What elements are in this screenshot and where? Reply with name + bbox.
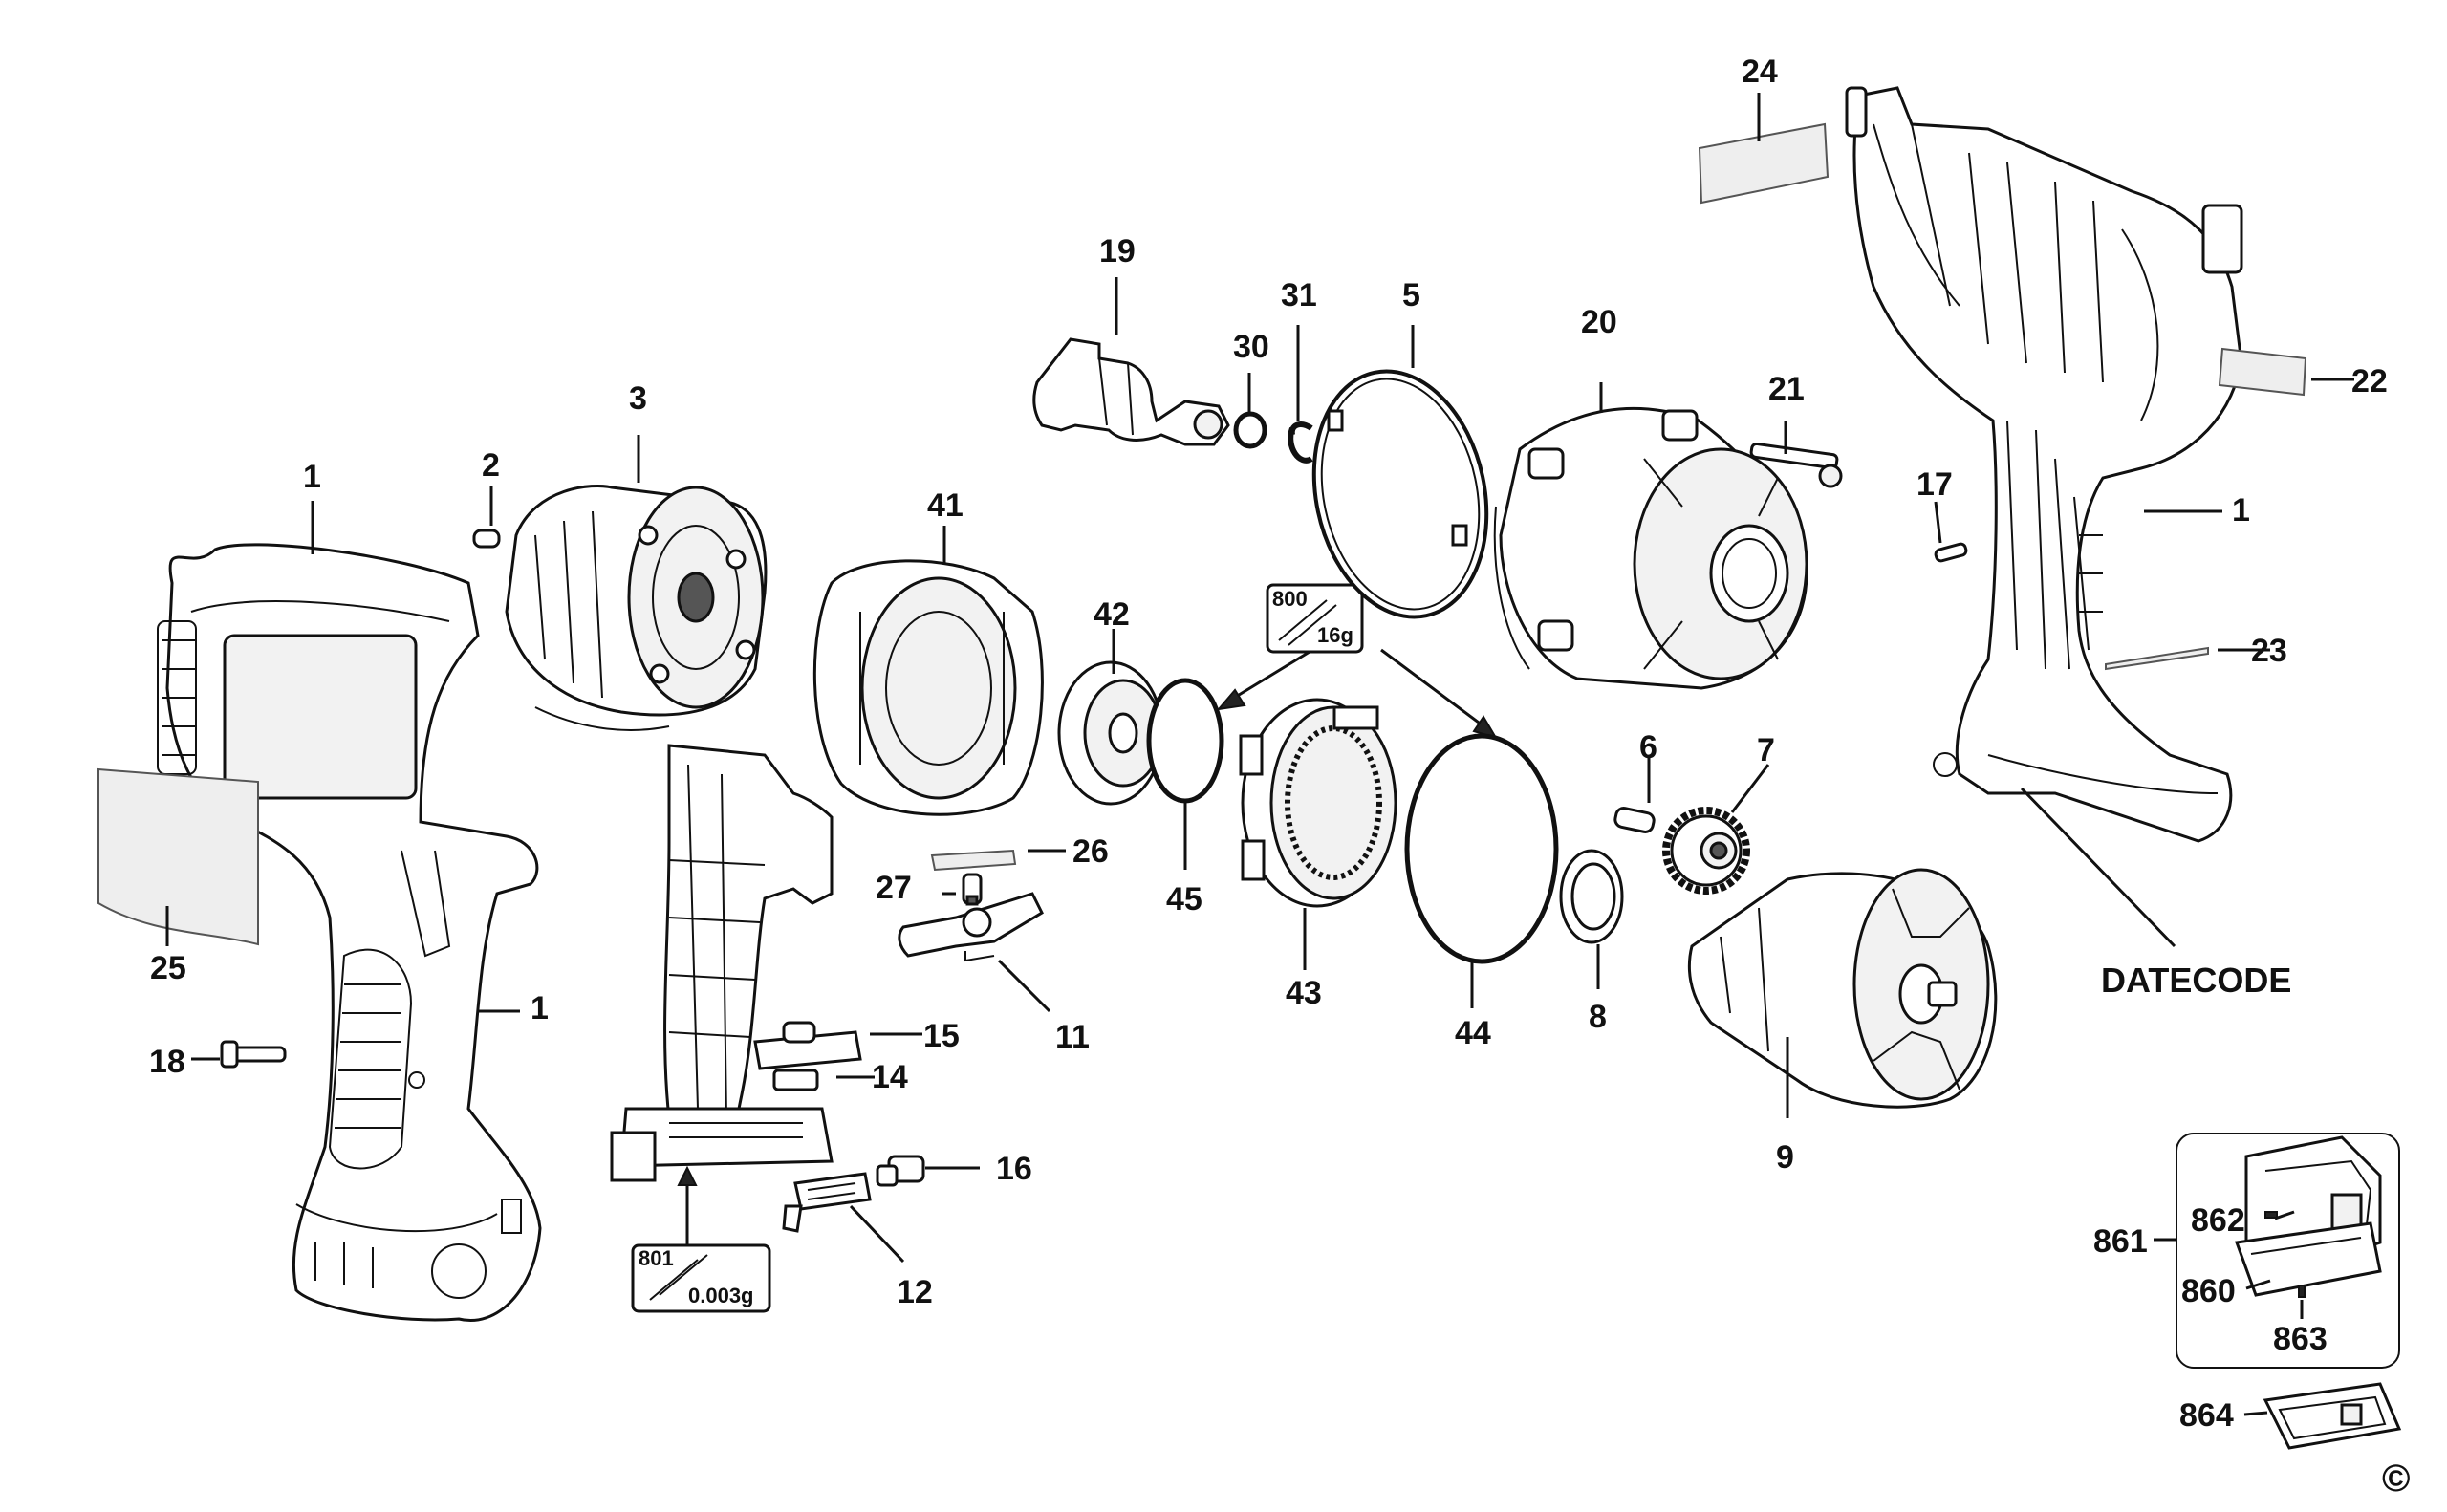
grease-800-amount: 16g bbox=[1317, 623, 1353, 647]
grease-box-800: 800 16g bbox=[1266, 583, 1364, 654]
label-p6: 6 bbox=[1639, 729, 1657, 766]
label-p3: 3 bbox=[629, 380, 647, 417]
label-p23: 23 bbox=[2251, 633, 2287, 669]
label-p8: 8 bbox=[1589, 999, 1607, 1035]
label-p864: 864 bbox=[2179, 1397, 2234, 1434]
gear-case-41 bbox=[812, 559, 1044, 816]
gear-7 bbox=[1662, 807, 1750, 895]
part-15 bbox=[753, 1021, 862, 1070]
copyright-mark: © bbox=[2382, 1458, 2410, 1500]
ring-gear-43 bbox=[1239, 698, 1397, 908]
grease-800-code: 800 bbox=[1272, 587, 1308, 611]
leader-lines bbox=[165, 93, 2354, 1416]
pin-17 bbox=[1934, 542, 1968, 563]
label-p861: 861 bbox=[2093, 1223, 2148, 1260]
kit-box-861 bbox=[2176, 1133, 2400, 1369]
label-p41: 41 bbox=[927, 487, 964, 524]
pin-2 bbox=[472, 529, 501, 549]
part-14 bbox=[772, 1069, 819, 1091]
right-housing-half bbox=[1845, 86, 2243, 843]
label-p26: 26 bbox=[1072, 833, 1109, 870]
screw-21 bbox=[1749, 442, 1843, 488]
washer-8 bbox=[1559, 849, 1624, 944]
grease-801-code: 801 bbox=[639, 1246, 674, 1270]
anvil-19 bbox=[1032, 337, 1230, 446]
label-p863: 863 bbox=[2273, 1321, 2328, 1357]
label-p1c: 1 bbox=[2232, 492, 2250, 529]
label-p21: 21 bbox=[1768, 371, 1805, 407]
hammer-mechanism-9 bbox=[1687, 868, 1998, 1109]
nose-housing-20 bbox=[1493, 406, 1808, 690]
label-p11: 11 bbox=[1055, 1019, 1090, 1055]
label-p27: 27 bbox=[876, 870, 912, 906]
motor-3 bbox=[505, 484, 768, 731]
label-24 bbox=[1698, 122, 1830, 205]
label-p1a: 1 bbox=[303, 459, 321, 495]
grease-box-801: 801 0.003g bbox=[631, 1243, 771, 1313]
label-sheet-25 bbox=[97, 767, 259, 946]
label-datecode: DATECODE bbox=[2101, 961, 2291, 1000]
grease-801-amount: 0.003g bbox=[688, 1284, 754, 1307]
part-26 bbox=[930, 849, 1017, 872]
label-p31: 31 bbox=[1281, 277, 1317, 313]
part-labels: 1 1 1 2 3 5 6 7 8 9 11 12 14 15 16 17 18… bbox=[149, 54, 2388, 1434]
label-p43: 43 bbox=[1286, 975, 1322, 1011]
washer-30 bbox=[1233, 411, 1267, 449]
switch-assembly bbox=[610, 744, 834, 1182]
part-11 bbox=[898, 892, 1044, 962]
label-p19: 19 bbox=[1099, 233, 1136, 270]
retaining-ring-31 bbox=[1288, 421, 1313, 464]
label-p30: 30 bbox=[1233, 329, 1269, 365]
label-p1b: 1 bbox=[531, 990, 549, 1026]
label-p5: 5 bbox=[1402, 277, 1420, 313]
label-p24: 24 bbox=[1742, 54, 1778, 90]
pcb-12 bbox=[782, 1172, 872, 1233]
label-p7: 7 bbox=[1757, 732, 1775, 768]
ring-44 bbox=[1404, 733, 1559, 964]
label-p17: 17 bbox=[1916, 466, 1953, 503]
label-p862: 862 bbox=[2191, 1202, 2245, 1239]
label-p14: 14 bbox=[872, 1059, 908, 1095]
label-p25: 25 bbox=[150, 950, 186, 986]
label-p15: 15 bbox=[923, 1018, 960, 1054]
strip-23 bbox=[2105, 646, 2209, 671]
label-p9: 9 bbox=[1776, 1139, 1794, 1176]
label-p16: 16 bbox=[996, 1151, 1032, 1187]
oring-45 bbox=[1146, 678, 1224, 804]
left-housing-half bbox=[157, 543, 542, 1322]
label-p12: 12 bbox=[897, 1274, 933, 1310]
screw-18 bbox=[220, 1040, 287, 1069]
label-p44: 44 bbox=[1455, 1015, 1491, 1051]
label-p22: 22 bbox=[2351, 363, 2388, 400]
part-27 bbox=[962, 873, 983, 906]
ring-5 bbox=[1311, 369, 1489, 619]
part-16 bbox=[876, 1155, 925, 1187]
pin-6 bbox=[1613, 807, 1656, 833]
label-p45: 45 bbox=[1166, 881, 1202, 918]
label-p42: 42 bbox=[1094, 596, 1130, 633]
label-p860: 860 bbox=[2181, 1273, 2236, 1309]
label-p20: 20 bbox=[1581, 304, 1617, 340]
label-p18: 18 bbox=[149, 1044, 185, 1080]
label-22 bbox=[2218, 347, 2307, 397]
tray-864 bbox=[2263, 1382, 2402, 1450]
label-p2: 2 bbox=[482, 447, 500, 484]
